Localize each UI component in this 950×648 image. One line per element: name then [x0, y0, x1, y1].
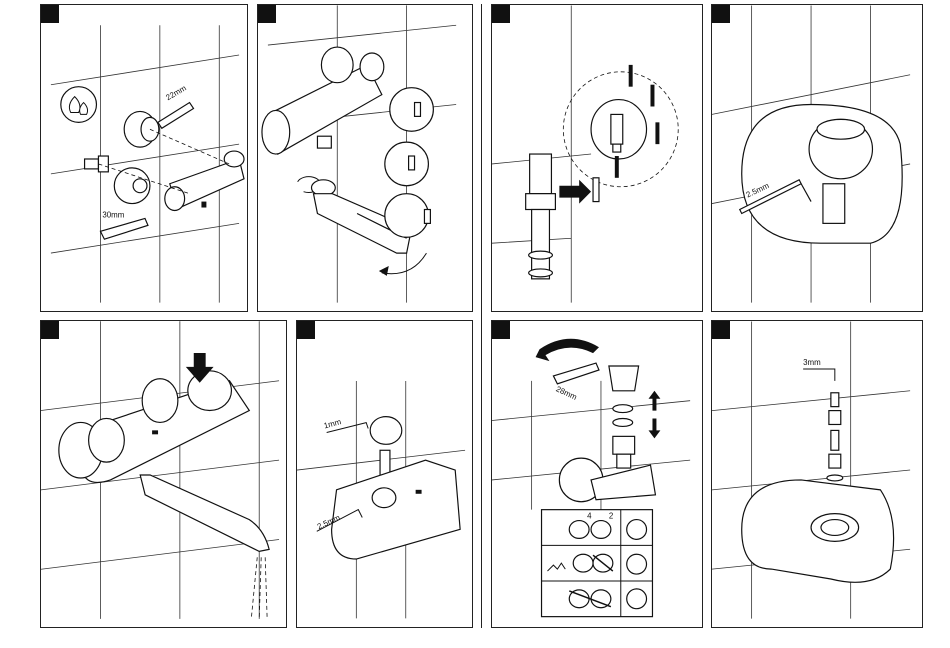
cartridge-parts [609, 366, 639, 468]
mixer-body [59, 371, 249, 483]
water-drops-icon [61, 87, 97, 123]
panel-step-6-disassemble-handle: 1mm 2.5mm [296, 320, 473, 628]
illustration-install-eccentrics: 22mm 30mm [41, 5, 247, 311]
panel-step-2-mount-spout [257, 4, 473, 312]
hex-key-1mm-label: 1mm [323, 417, 343, 430]
wall-tiles [51, 25, 239, 302]
mixer-body [165, 151, 244, 210]
wrench-22mm-icon [158, 103, 194, 129]
wrench-28mm-icon [553, 363, 599, 384]
illustration-thermostat-cartridge [492, 5, 702, 311]
maintenance-table: 4 2 [542, 510, 653, 617]
illustration-disassemble-diverter: 3mm [712, 321, 922, 627]
wrench-28mm-label: 28mm [555, 384, 579, 402]
illustration-disassemble-handle: 1mm 2.5mm [297, 321, 472, 627]
hex-key-3mm-icon [803, 369, 835, 381]
wrench-22mm-label: 22mm [164, 83, 188, 102]
table-dimension-4: 4 [587, 512, 592, 521]
illustration-hex-key-handle: 2.5mm [712, 5, 922, 311]
rotate-arrow-icon [379, 253, 427, 276]
panel-step-7-replace-cartridge: 28mm 4 2 [491, 320, 703, 628]
wrench-30mm-icon [100, 218, 148, 239]
detail-circles [385, 88, 434, 238]
spout [140, 475, 269, 551]
illustration-mount-spout [258, 5, 472, 311]
panel-step-8-disassemble-diverter: 3mm [711, 320, 923, 628]
panel-step-5-press-handle [40, 320, 287, 628]
pin [593, 178, 599, 202]
arrow-right-icon [559, 180, 591, 204]
wall-flange-upper [124, 111, 159, 147]
hex-key-3mm-label: 3mm [803, 358, 821, 367]
illustration-replace-cartridge: 28mm 4 2 [492, 321, 702, 627]
panel-step-4-hex-key: 2.5mm [711, 4, 923, 312]
stopwatch-icons [627, 520, 647, 609]
wall-flange-lower [114, 168, 150, 204]
detail-circle [563, 72, 678, 187]
panel-step-3-thermostat-cartridge [491, 4, 703, 312]
mixer-body [332, 460, 461, 559]
wrench-30mm-label: 30mm [102, 210, 124, 219]
eccentric-fitting-left [85, 156, 109, 172]
up-down-arrows-icon [649, 391, 661, 439]
spout-connector [298, 136, 336, 195]
handle-cap [370, 417, 402, 445]
rotate-arrow-icon [536, 339, 599, 361]
mixer-body [742, 480, 894, 582]
panel-step-1-install-eccentrics: 22mm 30mm [40, 4, 248, 312]
page-divider [481, 4, 482, 628]
illustration-press-handle [41, 321, 286, 627]
cartridge [526, 154, 556, 279]
table-dimension-2: 2 [609, 512, 613, 521]
mixer-body [742, 105, 902, 244]
